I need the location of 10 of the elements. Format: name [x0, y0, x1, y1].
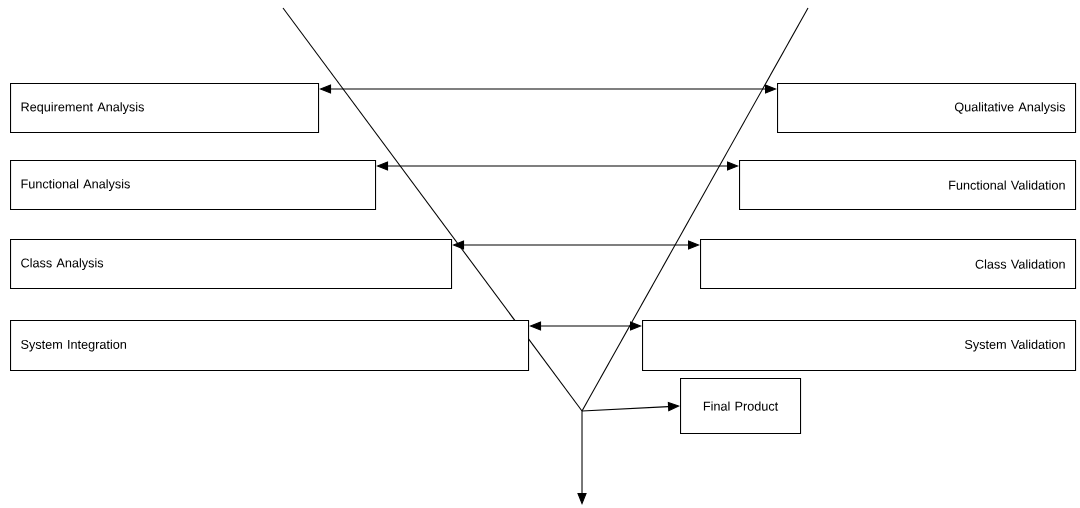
arrow — [581, 401, 680, 412]
process-box: Requirement Analysis — [10, 83, 320, 134]
process-box: Class Validation — [700, 239, 1077, 290]
process-box: System Integration — [10, 320, 530, 372]
process-box: System Validation — [642, 320, 1077, 372]
process-box: Functional Analysis — [10, 160, 377, 211]
process-box: Class Analysis — [10, 239, 453, 290]
process-box: Final Product — [680, 378, 802, 435]
process-box: Qualitative Analysis — [777, 83, 1077, 134]
process-box: Functional Validation — [739, 160, 1077, 211]
